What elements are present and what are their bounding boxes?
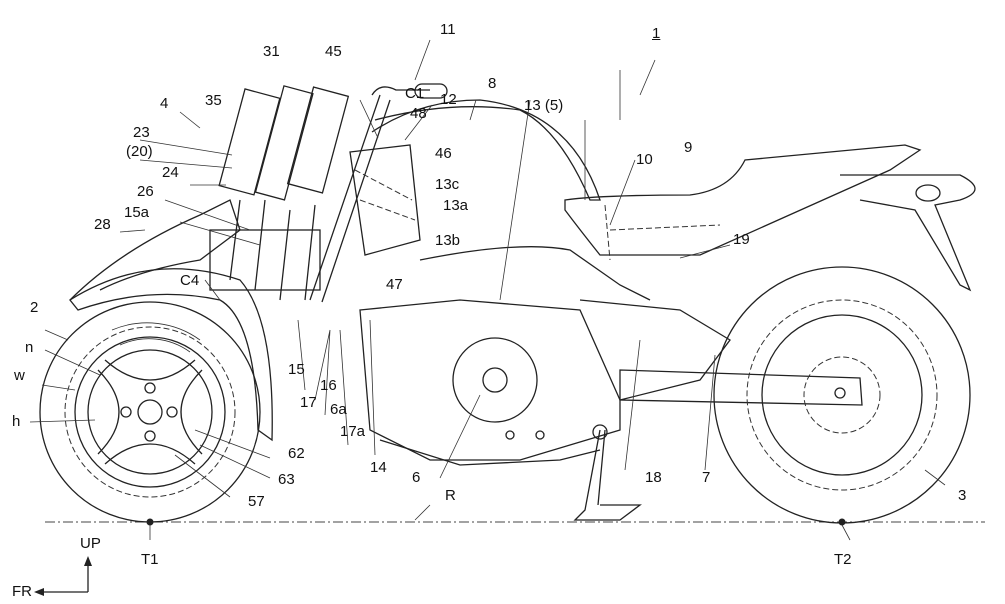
label-h: h [12,413,21,430]
front-cowl [69,199,241,301]
label-19: 19 [733,231,750,248]
label-45: 45 [325,43,342,60]
label-63: 63 [278,471,295,488]
label-6a: 6a [330,401,347,418]
label-6: 6 [412,469,421,486]
label-11: 11 [440,21,456,38]
front-wheel [39,301,261,523]
label-1: 1 [652,25,661,42]
label-35: 35 [205,92,222,109]
label-4: 4 [160,95,169,112]
label-c4: C4 [180,272,200,289]
label-7: 7 [702,469,711,486]
body-cover [371,99,601,201]
label-23: 23 [133,124,150,141]
front-storage-box [349,144,421,256]
steering-stem [309,94,391,303]
grip [414,83,448,99]
label-57: 57 [248,493,265,510]
front-suspension [209,85,350,301]
front-fender [69,268,273,442]
rear-fender-tail [840,174,976,292]
label-15: 15 [288,361,305,378]
swing-arm [619,369,863,406]
label-up: UP [80,535,101,552]
label-31: 31 [263,43,280,60]
label-17a: 17a [340,423,366,440]
label-17: 17 [300,394,317,411]
handlebar [371,86,430,96]
label-24: 24 [162,164,179,181]
direction-indicator [34,556,92,596]
label-12: 12 [440,91,457,108]
rear-frame [579,299,731,401]
label-2: 2 [30,299,39,316]
label-8: 8 [488,75,497,92]
label-46: 46 [435,145,452,162]
label-3: 3 [958,487,967,504]
label-26: 26 [137,183,154,200]
label-18: 18 [645,469,662,486]
center-stand [573,429,642,521]
label-9: 9 [684,139,693,156]
label-c1: C1 [405,85,425,102]
label-fr: FR [12,583,32,600]
label-t2: T2 [834,551,852,568]
label-10: 10 [636,151,653,168]
label-w: w [14,367,25,384]
label-13-5: 13 (5) [524,97,564,114]
label-14: 14 [370,459,387,476]
label-16: 16 [320,377,337,394]
label-62: 62 [288,445,305,462]
engine-unit [359,299,621,466]
leader-lines [29,39,946,541]
label-15a: 15a [124,204,150,221]
label-r: R [445,487,456,504]
rear-wheel [713,266,971,524]
seat [564,144,922,256]
contact-point-t2 [838,518,846,526]
label-n: n [25,339,34,356]
frame-main-pipe [419,246,651,301]
label-28: 28 [94,216,111,233]
label-13b: 13b [435,232,461,249]
label-20: (20) [126,143,153,160]
label-13c: 13c [435,176,460,193]
label-13a: 13a [443,197,469,214]
label-47: 47 [386,276,403,293]
label-t1: T1 [141,551,159,568]
label-48: 48 [410,105,427,122]
